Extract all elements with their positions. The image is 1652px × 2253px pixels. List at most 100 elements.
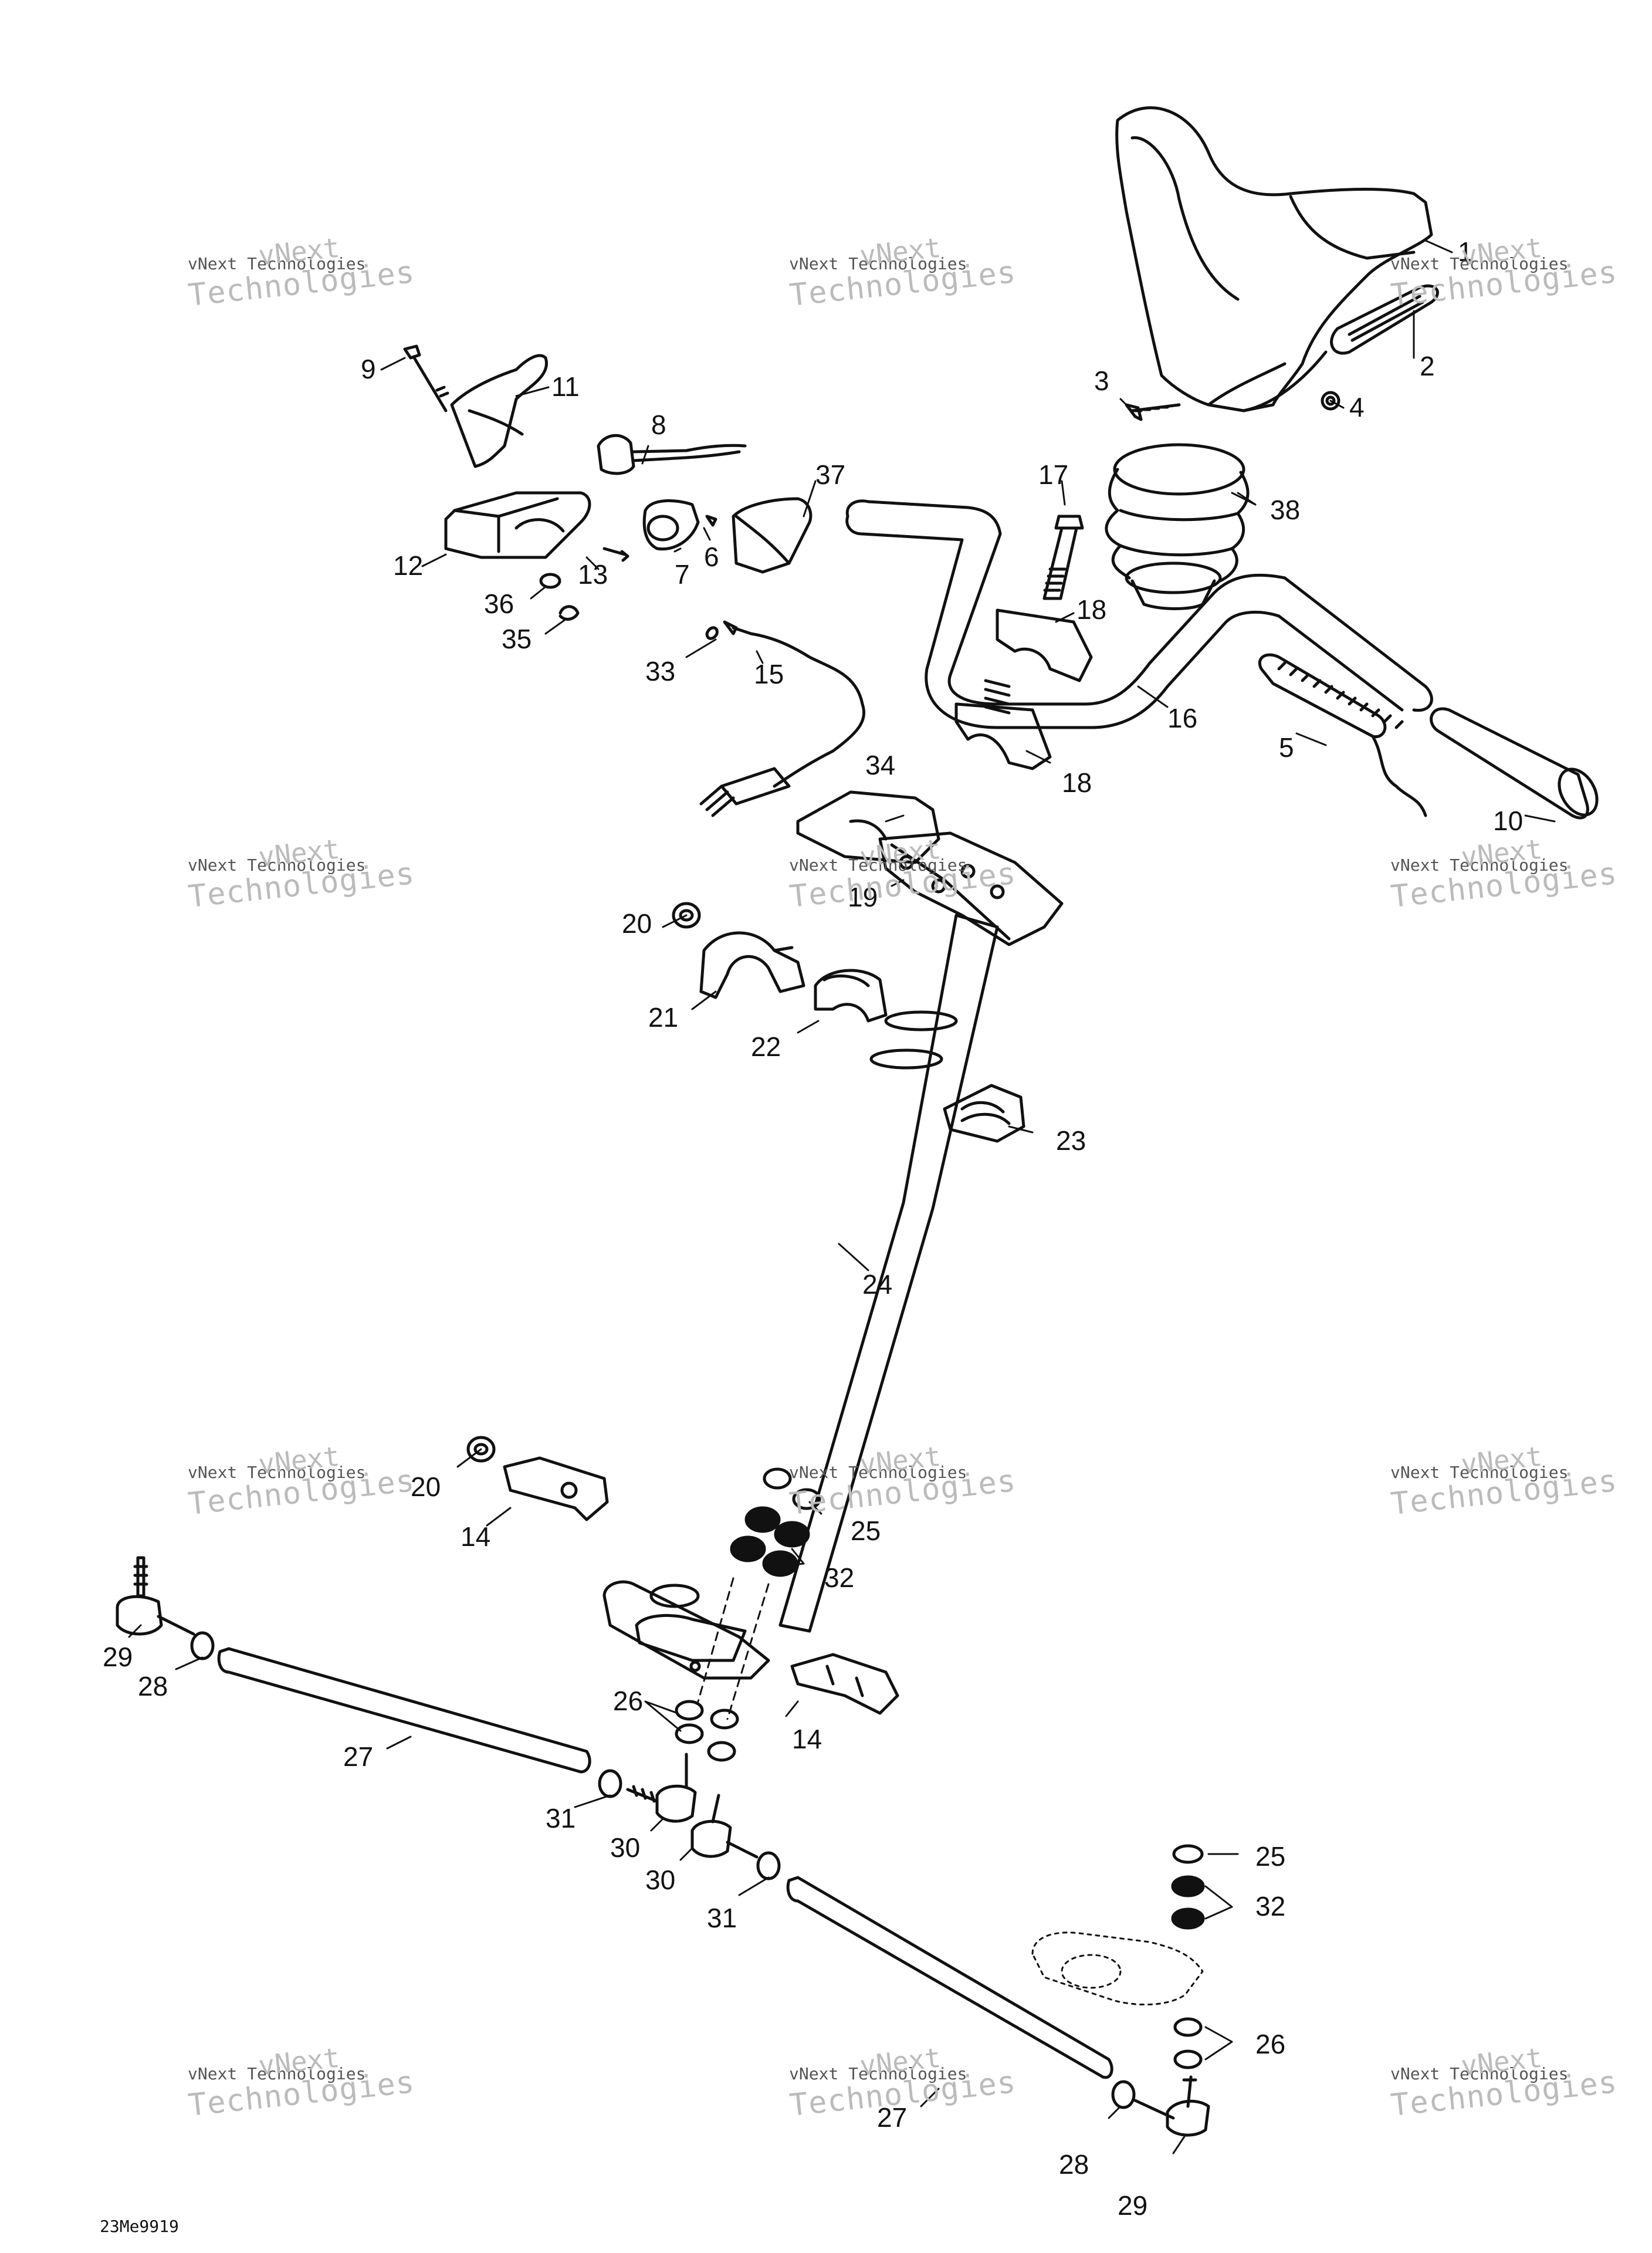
part-31-nut-center <box>756 1851 781 1880</box>
label-22: 22 <box>751 1031 781 1062</box>
part-number-labels: 1 2 3 4 5 6 7 8 9 10 11 12 13 14 14 15 1… <box>103 236 1523 2221</box>
label-23: 23 <box>1056 1125 1086 1156</box>
part-30-tie-rod-end-upper <box>626 1753 697 1823</box>
label-11: 11 <box>551 371 580 402</box>
label-19: 19 <box>848 882 878 912</box>
part-24-steering-column <box>602 914 999 1680</box>
part-18-lower-clamp <box>954 702 1052 770</box>
label-16: 16 <box>1167 703 1197 733</box>
part-29-ball-joint-right <box>1133 2075 1210 2137</box>
part-36-washer <box>539 573 561 589</box>
label-24: 24 <box>862 1269 892 1300</box>
part-20-nut-upper <box>672 902 701 929</box>
label-1: 1 <box>1458 236 1473 267</box>
label-27b: 27 <box>877 2102 907 2133</box>
label-3: 3 <box>1094 366 1109 396</box>
part-38-boot <box>1105 443 1250 610</box>
label-9: 9 <box>361 354 376 384</box>
part-34-mount-bracket <box>796 790 940 864</box>
label-20b: 20 <box>411 1471 441 1502</box>
label-20a: 20 <box>622 908 652 939</box>
part-14-clamp-upper <box>503 1456 609 1521</box>
label-25a: 25 <box>851 1515 881 1546</box>
part-8-switch <box>597 434 747 475</box>
part-10-grip <box>1430 707 1599 820</box>
label-31b: 31 <box>707 1903 737 1933</box>
part-32-washers-right <box>1171 1875 1205 1930</box>
part-18-upper-clamp <box>996 608 1093 682</box>
part-26-washers-upper <box>675 1700 739 1762</box>
label-12: 12 <box>393 550 423 581</box>
label-6: 6 <box>704 542 719 572</box>
label-32a: 32 <box>824 1562 854 1593</box>
part-28-nut-right <box>1111 2080 1136 2109</box>
label-25b: 25 <box>1255 1841 1285 1872</box>
label-5: 5 <box>1279 732 1294 763</box>
label-30b: 30 <box>645 1865 675 1895</box>
part-15-cable <box>699 620 866 817</box>
part-11-bracket <box>450 354 549 468</box>
label-15: 15 <box>754 659 784 689</box>
part-30-tie-rod-end-lower <box>690 1794 759 1859</box>
part-9-screw <box>403 344 449 412</box>
part-13-small-screw <box>602 547 629 562</box>
part-27-tie-rod-left <box>217 1647 591 1774</box>
part-35-clip <box>558 605 580 621</box>
label-18b: 18 <box>1062 767 1092 798</box>
label-26a: 26 <box>613 1686 643 1716</box>
part-5-heater-element <box>1258 653 1427 817</box>
part-29-ball-joint-left <box>116 1556 195 1636</box>
label-33: 33 <box>645 656 675 686</box>
part-25-nuts-upper <box>763 1467 821 1510</box>
label-14b: 14 <box>792 1724 822 1754</box>
label-14a: 14 <box>461 1521 490 1552</box>
part-14-clamp-lower <box>790 1653 899 1715</box>
part-16-handlebar <box>845 499 1433 729</box>
part-33-clip <box>705 626 719 640</box>
label-35: 35 <box>502 624 532 654</box>
label-26b: 26 <box>1255 2029 1285 2059</box>
label-4: 4 <box>1349 392 1365 422</box>
diagram-code: 23Me9919 <box>100 2217 179 2236</box>
part-22-bushing-half <box>814 969 888 1023</box>
part-25-nut-right <box>1172 1844 1204 1864</box>
part-31-nut-left <box>598 1769 622 1798</box>
part-19-column-head <box>878 831 1064 946</box>
label-21: 21 <box>648 1002 678 1033</box>
part-7-bushing <box>642 499 700 551</box>
part-12-switch-housing <box>444 491 591 559</box>
label-2: 2 <box>1420 351 1435 381</box>
part-23-bushing <box>943 1084 1025 1143</box>
label-29a: 29 <box>103 1642 133 1672</box>
part-28-nut-left <box>190 1631 215 1660</box>
label-29b: 29 <box>1118 2190 1147 2221</box>
label-28a: 28 <box>138 1671 168 1701</box>
part-4-nut <box>1321 391 1340 411</box>
part-20-nut-lower <box>466 1436 496 1463</box>
part-3-screw <box>1125 403 1181 421</box>
part-6-pin <box>705 515 717 527</box>
label-30a: 30 <box>610 1832 640 1863</box>
part-17-bolt <box>1042 515 1084 600</box>
label-7: 7 <box>675 559 690 590</box>
part-1-handlebar-cover <box>1115 106 1433 412</box>
label-32b: 32 <box>1255 1891 1285 1922</box>
label-34: 34 <box>865 750 895 780</box>
part-26-washers-right <box>1173 2017 1203 2069</box>
label-31a: 31 <box>546 1803 576 1833</box>
part-21-bearing-cap <box>699 931 805 999</box>
label-8: 8 <box>651 410 666 440</box>
label-13: 13 <box>578 559 608 590</box>
label-38: 38 <box>1270 495 1300 525</box>
label-36: 36 <box>484 588 514 619</box>
label-37: 37 <box>815 459 845 490</box>
part-32-washers-upper <box>730 1506 810 1577</box>
